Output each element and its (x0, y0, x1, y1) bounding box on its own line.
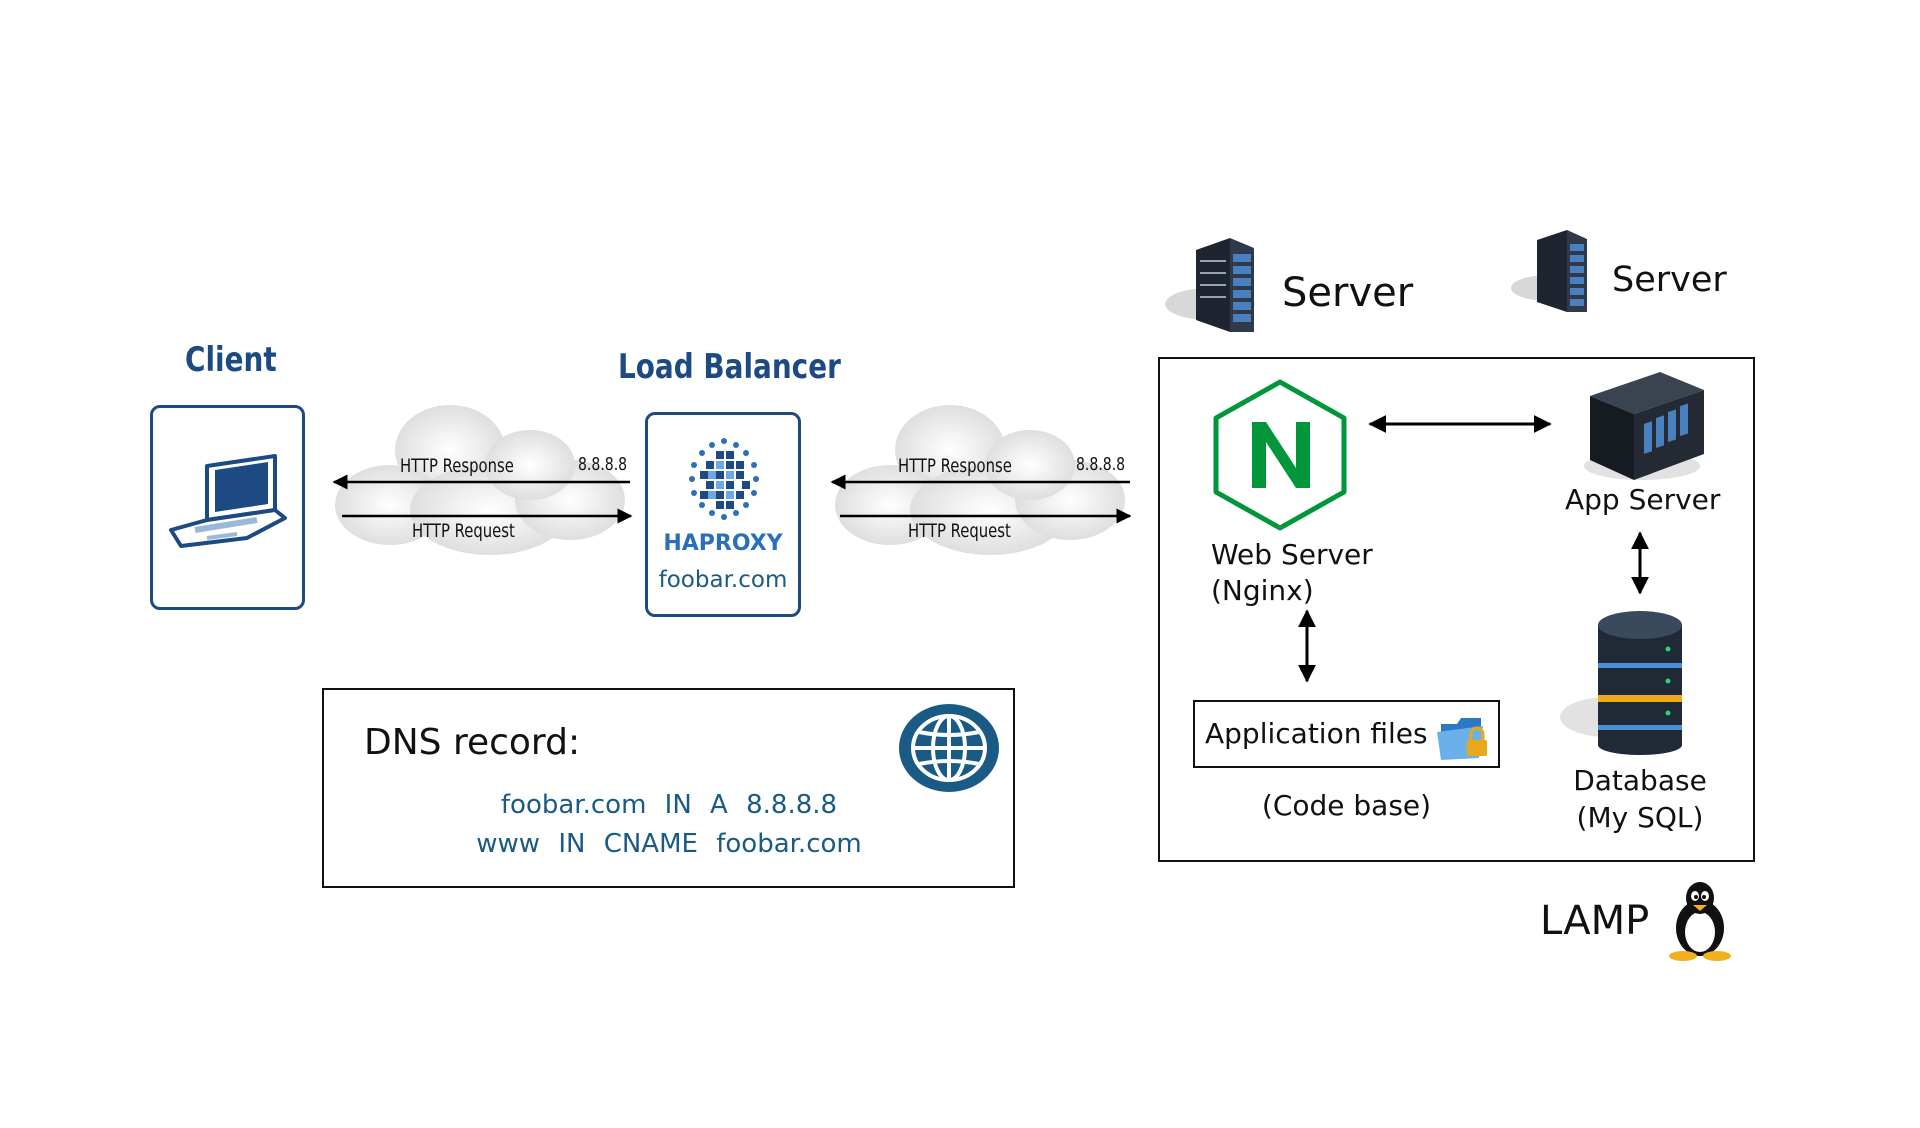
web-server-sublabel: (Nginx) (1211, 574, 1314, 607)
dns-title: DNS record: (364, 722, 581, 763)
lamp-label: LAMP (1540, 898, 1650, 944)
database-icon (1560, 611, 1682, 755)
lb-domain: foobar.com (658, 567, 788, 593)
app-server-icon (1584, 372, 1704, 480)
haproxy-logo-icon (689, 438, 759, 520)
nginx-icon (1213, 379, 1347, 531)
ip-label-2: 8.8.8.8 (1076, 454, 1126, 475)
client-title: Client (185, 340, 277, 380)
http-request-label-2: HTTP Request (908, 520, 1011, 542)
client-card (150, 405, 305, 610)
cloud-1 (335, 405, 625, 555)
server-rack-icon (1165, 238, 1255, 332)
dns-record-a: foobar.com IN A 8.8.8.8 (500, 790, 838, 820)
app-server-label: App Server (1565, 483, 1721, 516)
web-app-arrow (1368, 415, 1552, 433)
code-base-label: (Code base) (1261, 789, 1432, 822)
laptop-icon (169, 454, 287, 548)
tux-penguin-icon (1669, 882, 1731, 961)
web-server-label: Web Server (1211, 538, 1373, 571)
ip-label-1: 8.8.8.8 (578, 454, 628, 475)
server-stack-box (1158, 357, 1755, 862)
link-2-arrows (830, 474, 1132, 524)
http-response-label-2: HTTP Response (898, 455, 1012, 477)
haproxy-brand: HAPROXY (663, 531, 783, 556)
folder-lock-icon (1437, 718, 1487, 760)
web-files-arrow (1298, 609, 1316, 683)
dns-record-box: DNS record: foobar.com IN A 8.8.8.8 www … (322, 688, 1015, 888)
server-label-1: Server (1282, 270, 1414, 316)
app-db-arrow (1631, 531, 1649, 595)
server-label-2: Server (1612, 260, 1727, 300)
link-1-arrows (332, 474, 633, 524)
server-rack-icon (1511, 230, 1587, 312)
globe-icon (899, 704, 999, 792)
database-sublabel: (My SQL) (1576, 801, 1704, 834)
application-files-label: Application files (1205, 717, 1428, 750)
database-label: Database (1573, 764, 1707, 797)
http-response-label-1: HTTP Response (400, 455, 514, 477)
http-request-label-1: HTTP Request (412, 520, 515, 542)
dns-record-cname: www IN CNAME foobar.com (476, 829, 862, 859)
load-balancer-card: HAPROXY foobar.com (645, 412, 801, 617)
application-files-box: Application files (1193, 700, 1500, 768)
load-balancer-title: Load Balancer (618, 347, 841, 387)
